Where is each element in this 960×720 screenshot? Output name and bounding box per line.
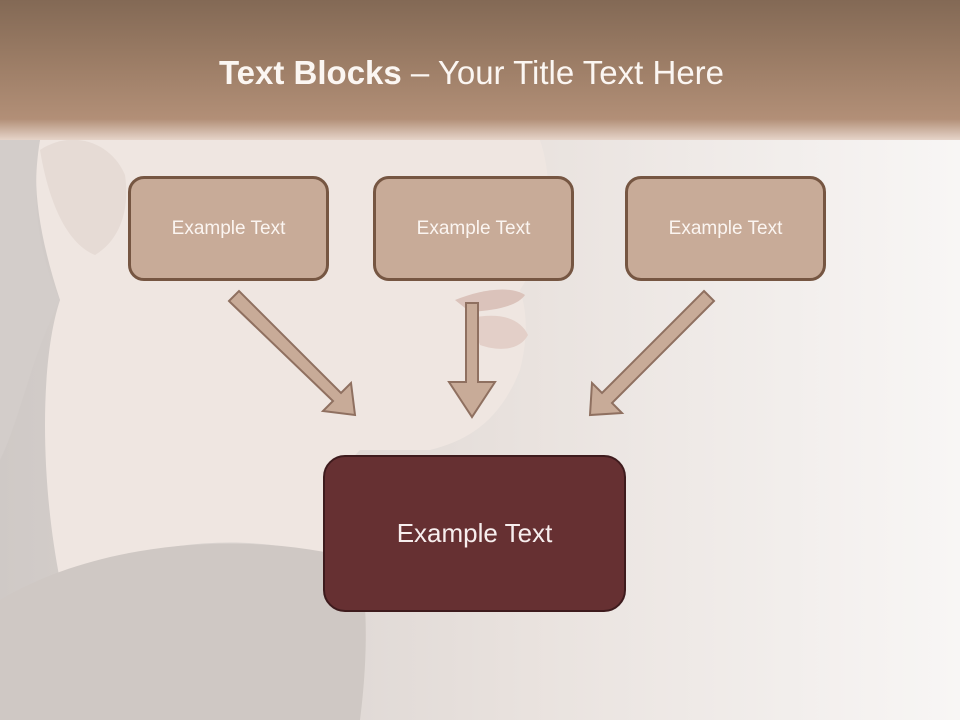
text-block-3[interactable]: Example Text (625, 176, 826, 281)
title-rest: Your Title Text Here (437, 54, 725, 91)
text-block-2[interactable]: Example Text (373, 176, 574, 281)
text-block-3-label: Example Text (668, 217, 783, 239)
title-bold: Text Blocks (218, 54, 402, 91)
arrow-diagonal-right-icon (227, 289, 357, 417)
title-separator: – (401, 54, 438, 91)
text-block-1[interactable]: Example Text (128, 176, 329, 281)
text-block-1-label: Example Text (171, 217, 286, 239)
text-block-2-label: Example Text (416, 217, 531, 239)
arrow-diagonal-left-icon (588, 289, 716, 417)
slide-title: Text Blocks – Your Title Text Here (0, 54, 943, 92)
arrow-down-icon (447, 302, 497, 419)
result-text-block[interactable]: Example Text (323, 455, 626, 612)
result-text-block-label: Example Text (396, 518, 553, 548)
title-bar: Text Blocks – Your Title Text Here (0, 0, 960, 140)
